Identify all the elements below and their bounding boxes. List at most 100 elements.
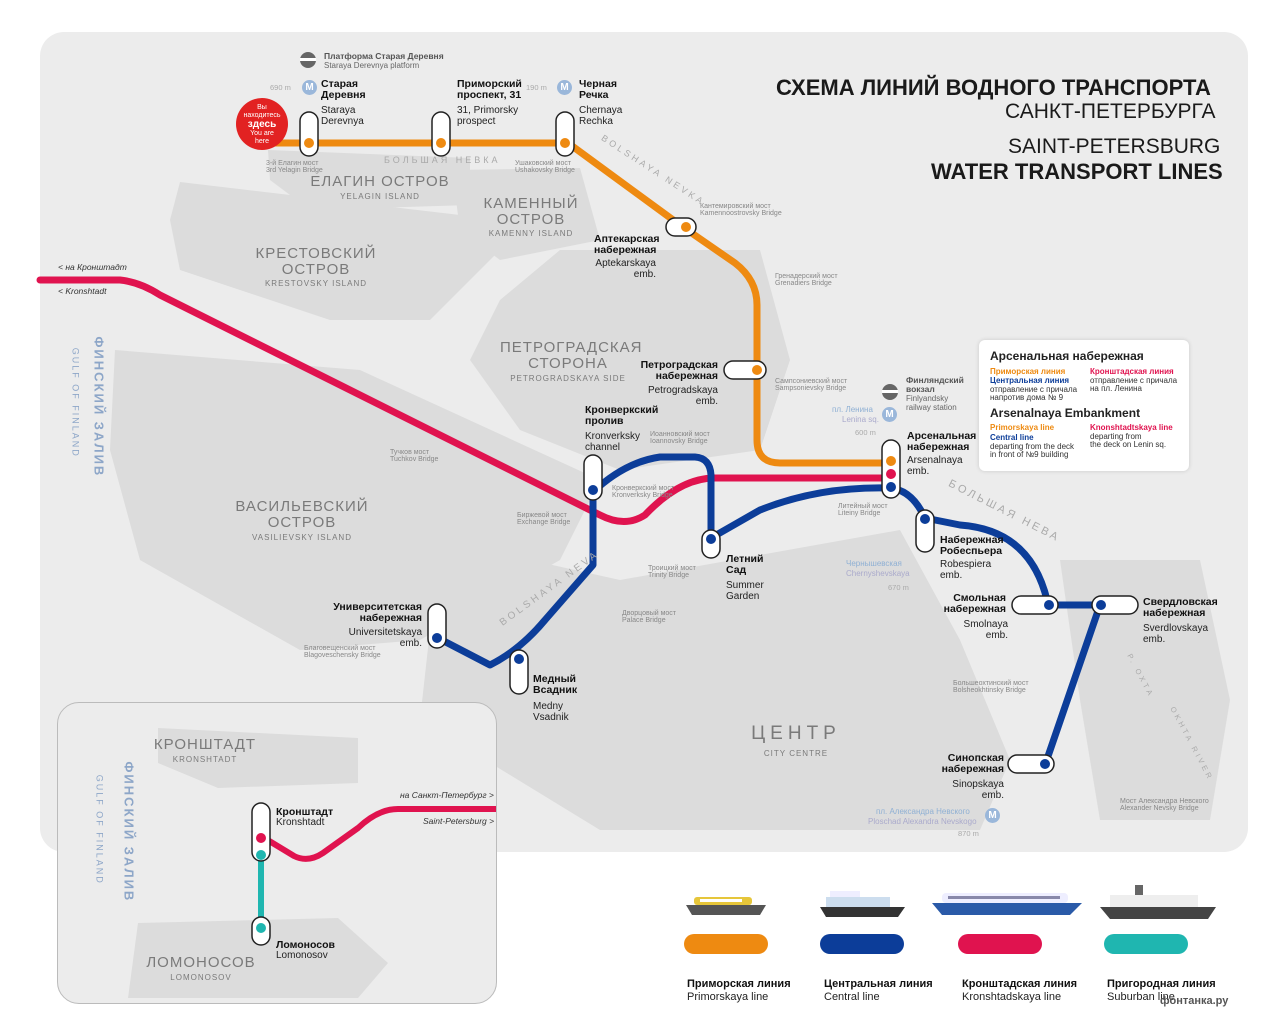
station-kronshtadt-en: Kronshtadt <box>276 817 325 828</box>
central-line <box>434 453 1104 769</box>
boat-primorskaya-icon <box>686 897 766 915</box>
fontanka-logo: фонтанка.ру <box>1160 995 1229 1007</box>
inset-area-lomonosov: ЛОМОНОСОВ <box>146 954 256 971</box>
metro-distance: 190 m <box>526 83 547 92</box>
inset-area-kronshtadt: КРОНШТАДТ <box>153 736 257 753</box>
metro-icon: M <box>985 808 1000 823</box>
primorskaya-line <box>258 139 894 467</box>
metro-chernyshevskaya-en: Chernyshevskaya <box>846 569 910 578</box>
legend-label-en: Suburban line <box>1107 991 1175 1003</box>
station-kronshtadt-ru[interactable]: Кронштадт <box>276 806 334 818</box>
boat-central-icon <box>820 891 905 917</box>
area-krestovsky-en: KRESTOVSKY ISLAND <box>264 279 368 288</box>
boat-kronshtadt-icon <box>932 893 1082 915</box>
info-prim-line-en: Primorskaya line <box>990 423 1055 432</box>
platform-label-ru: Платформа Старая Деревня <box>324 51 444 61</box>
legend-boats <box>686 885 1216 919</box>
area-centre: ЦЕНТР <box>751 723 841 744</box>
direction-kronshtadt-ru: < на Кронштадт <box>58 262 127 272</box>
finlyandsky-en1: Finlyandsky <box>906 394 949 403</box>
metro-lenina-en: Lenina sq. <box>842 415 879 424</box>
gulf-label-en: GULF OF FINLAND <box>70 347 81 458</box>
river-bolshaya-nevka-ru: БОЛЬШАЯ НЕВКА <box>384 155 501 165</box>
area-yelagin-en: YELAGIN ISLAND <box>340 192 420 201</box>
you-are-here-label: Вы находитесь здесь You are here <box>243 104 281 146</box>
metro-distance: 600 m <box>855 428 876 437</box>
kronshtadt-inset-map[interactable]: КРОНШТАДТ KRONSHTADT ЛОМОНОСОВ LOMONOSOV… <box>57 702 497 1004</box>
metro-icon: M <box>882 407 897 422</box>
finlyandsky-ru2: вокзал <box>906 384 935 394</box>
kronshtadtskaya-line <box>36 276 894 525</box>
you-are-here-marker <box>236 98 288 150</box>
legend-label-ru: Пригородная линия <box>1107 978 1216 990</box>
info-kron-line-ru: Кронштадская линия <box>1090 367 1174 376</box>
metro-distance: 670 m <box>888 583 909 592</box>
platform-label-en: Staraya Derevnya platform <box>324 61 420 70</box>
metro-nevskogo-en: Ploschad Alexandra Nevskogo <box>868 817 977 826</box>
area-vasilievsky-en: VASILIEVSKY ISLAND <box>252 533 352 542</box>
info-kron-line-en: Knonshtadtskaya line <box>1090 423 1173 432</box>
legend-label-en: Primorskaya line <box>687 991 769 1003</box>
legend-label-ru: Центральная линия <box>824 978 933 990</box>
title-en-line2: WATER TRANSPORT LINES <box>931 159 1223 184</box>
legend-pill-suburban <box>1104 934 1188 954</box>
info-title-ru: Арсенальная набережная <box>990 349 1144 363</box>
direction-kronshtadt-en: < Kronshtadt <box>58 286 107 296</box>
legend-label-en: Central line <box>824 991 880 1003</box>
station-markers[interactable] <box>299 111 1139 774</box>
legend-label-ru: Кронштадская линия <box>962 978 1078 990</box>
info-title-en: Arsenalnaya Embankment <box>990 406 1141 420</box>
station-marker-sinopskaya <box>1007 754 1055 774</box>
metro-icon: M <box>557 80 572 95</box>
inset-gulf-ru: ФИНСКИЙ ЗАЛИВ <box>121 761 137 903</box>
legend-label-ru: Приморская линия <box>687 978 791 990</box>
station-marker-staraya-derevnya <box>299 111 319 157</box>
boat-suburban-icon <box>1100 885 1216 919</box>
metro-icon: M <box>302 80 317 95</box>
station-lomonosov-ru[interactable]: Ломоносов <box>276 939 336 951</box>
station-marker-smolnaya <box>1011 595 1059 615</box>
arsenalnaya-info-box: Арсенальная набережная Приморская линия … <box>979 340 1189 471</box>
